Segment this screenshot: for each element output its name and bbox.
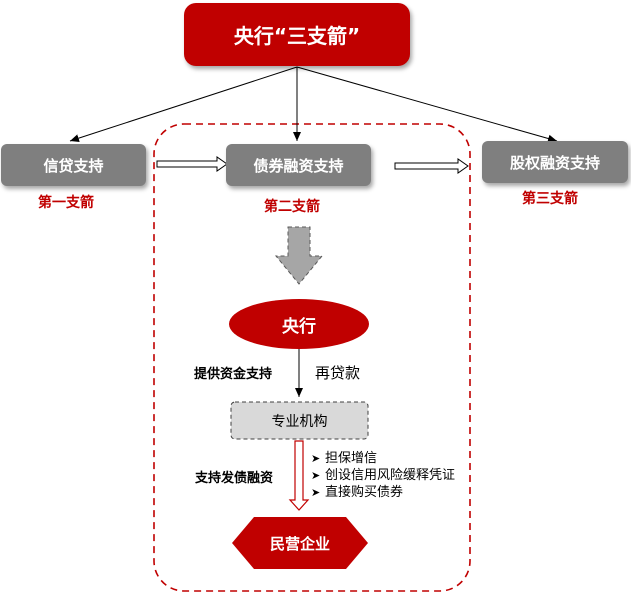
connector-to-credit	[69, 66, 298, 143]
first-arrow-caption: 第一支箭	[38, 195, 94, 211]
hollow-arrow-bond-to-equity	[394, 158, 469, 174]
bond-financing-label: 支持发债融资	[195, 471, 274, 486]
institution-box	[230, 401, 369, 440]
relending-label: 再贷款	[315, 364, 361, 382]
list-item: ➤ 担保增信	[311, 450, 455, 467]
measures-list: ➤ 担保增信 ➤ 创设信用风险缓释凭证 ➤ 直接购买债券	[311, 450, 455, 501]
measure-text: 担保增信	[325, 451, 378, 466]
second-arrow-caption: 第二支箭	[264, 199, 320, 215]
big-down-arrow	[274, 226, 324, 285]
third-arrow-caption: 第三支箭	[522, 191, 578, 207]
three-arrows-title: 央行“三支箭”	[184, 3, 410, 66]
list-item: ➤ 直接购买债券	[311, 484, 455, 501]
fund-support-label: 提供资金支持	[194, 367, 273, 382]
chevron-right-icon: ➤	[311, 452, 321, 465]
hollow-red-down-arrow	[288, 440, 310, 511]
credit-support-box: 信贷支持	[1, 144, 146, 186]
second-arrow-region	[153, 123, 471, 592]
central-bank-label: 央行	[282, 316, 316, 337]
bond-support-box: 债券融资支持	[226, 144, 371, 186]
chevron-right-icon: ➤	[311, 486, 321, 499]
hollow-arrow-credit-to-bond	[156, 156, 228, 172]
private-enterprise-label: 民营企业	[269, 534, 330, 553]
measure-text: 创设信用风险缓释凭证	[325, 468, 456, 483]
central-bank-ellipse	[229, 299, 369, 349]
institution-label: 专业机构	[271, 413, 328, 430]
measure-text: 直接购买债券	[325, 485, 404, 500]
enterprise-hexagon	[232, 517, 368, 569]
equity-support-box: 股权融资支持	[482, 141, 628, 183]
chevron-right-icon: ➤	[311, 469, 321, 482]
list-item: ➤ 创设信用风险缓释凭证	[311, 467, 455, 484]
connector-to-equity	[296, 66, 558, 143]
